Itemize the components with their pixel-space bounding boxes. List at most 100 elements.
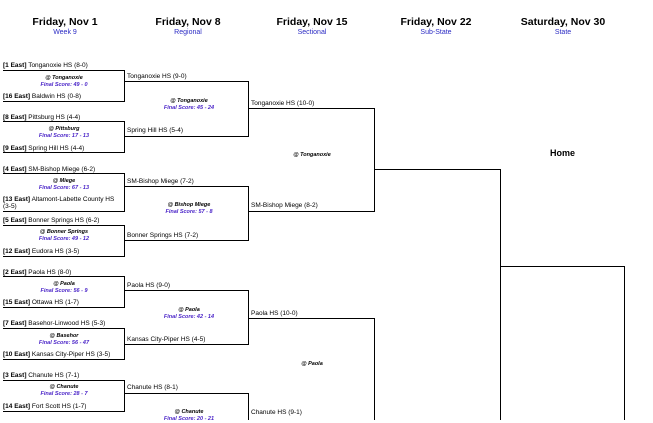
team-name: Spring Hill HS (4-4) (28, 145, 85, 152)
team-slot[interactable]: SM-Bishop Miege (7-2) (127, 178, 194, 185)
game-site: @ Chanute (174, 409, 204, 415)
team-slot[interactable]: SM-Bishop Miege (8-2) (251, 202, 318, 209)
bracket-line (3, 225, 125, 226)
seed: [14 East] (3, 403, 31, 410)
team-slot[interactable]: [9 East] Spring Hill HS (4-4) (3, 145, 84, 152)
home-label: Home (550, 148, 576, 158)
bracket-line (3, 211, 125, 212)
bracket-line (624, 266, 625, 420)
game-site: @ Bishop Miege (167, 202, 211, 208)
header-round: Regional (174, 29, 202, 36)
game-site: @ Chanute (49, 384, 79, 390)
team-slot[interactable]: [2 East] Paola HS (8-0) (3, 269, 71, 276)
bracket-line (374, 169, 501, 170)
team-name: Paola HS (9-0) (127, 282, 170, 289)
bracket-line (124, 393, 249, 394)
bracket-line (124, 186, 249, 187)
team-slot[interactable]: Tonganoxie HS (10-0) (251, 100, 314, 107)
header-substate: Friday, Nov 22 Sub-State (376, 16, 496, 36)
bracket-line (248, 318, 375, 319)
bracket-line (3, 359, 125, 360)
bracket-line (124, 344, 249, 345)
team-slot[interactable]: Kansas City-Piper HS (4-5) (127, 336, 205, 343)
bracket-line (248, 393, 249, 420)
team-slot[interactable]: [5 East] Bonner Springs HS (6-2) (3, 217, 99, 224)
team-name: Bonner Springs HS (7-2) (127, 232, 199, 239)
game-score: Final Score: 49 - 12 (38, 236, 90, 242)
header-date: Friday, Nov 1 (32, 16, 98, 28)
team-slot[interactable]: Chanute HS (8-1) (127, 384, 178, 391)
bracket-line (3, 70, 125, 71)
game-site: @ Paola (178, 307, 200, 313)
bracket-line (3, 173, 125, 174)
team-name: Spring Hill HS (5-4) (127, 127, 183, 134)
bracket-line (3, 411, 125, 412)
game-site: @ Tonganoxie (45, 75, 83, 81)
team-slot[interactable]: Paola HS (10-0) (251, 310, 298, 317)
game-score: Final Score: 67 - 13 (38, 185, 90, 191)
team-slot[interactable]: Spring Hill HS (5-4) (127, 127, 183, 134)
seed: [16 East] (3, 93, 31, 100)
team-name: Tonganoxie HS (9-0) (127, 73, 187, 80)
team-name: Kansas City-Piper HS (3-5) (31, 351, 111, 358)
team-slot[interactable]: [12 East] Eudora HS (3-5) (3, 248, 79, 255)
team-slot[interactable]: [14 East] Fort Scott HS (1-7) (3, 403, 86, 410)
header-date: Friday, Nov 22 (400, 16, 472, 28)
seed: [7 East] (3, 320, 27, 327)
bracket-line (248, 81, 249, 137)
team-name: Fort Scott HS (1-7) (31, 403, 87, 410)
seed: [1 East] (3, 62, 27, 69)
team-slot[interactable]: Tonganoxie HS (9-0) (127, 73, 187, 80)
team-name: SM-Bishop Miege (6-2) (28, 166, 96, 173)
header-date: Friday, Nov 8 (155, 16, 221, 28)
game-info: @ Tonganoxie (253, 152, 371, 159)
team-slot[interactable]: [10 East] Kansas City-Piper HS (3-5) (3, 351, 110, 358)
header-round: Week 9 (53, 29, 77, 36)
game-score: Final Score: 17 - 13 (38, 133, 90, 139)
bracket-line (248, 211, 375, 212)
game-score: Final Score: 57 - 8 (165, 209, 213, 215)
team-name: Tonganoxie HS (10-0) (251, 100, 315, 107)
header-state: Saturday, Nov 30 State (503, 16, 623, 36)
team-slot[interactable]: [8 East] Pittsburg HS (4-4) (3, 114, 80, 121)
team-slot[interactable]: Paola HS (9-0) (127, 282, 170, 289)
team-name: Chanute HS (7-1) (28, 372, 80, 379)
team-slot[interactable]: Bonner Springs HS (7-2) (127, 232, 198, 239)
team-slot[interactable]: [3 East] Chanute HS (7-1) (3, 372, 79, 379)
game-score: Final Score: 20 - 21 (163, 416, 215, 422)
game-score: Final Score: 56 - 9 (40, 288, 88, 294)
bracket-line (124, 225, 125, 257)
bracket-line (248, 186, 249, 241)
bracket-line (124, 121, 125, 153)
header-sectional: Friday, Nov 15 Sectional (252, 16, 372, 36)
team-name: SM-Bishop Miege (7-2) (127, 178, 194, 185)
header-date: Saturday, Nov 30 (520, 16, 606, 28)
bracket-line (3, 328, 125, 329)
game-info: @ Paola (253, 361, 371, 368)
bracket-line (374, 108, 375, 212)
team-slot[interactable]: [13 East] Altamont-Labette County HS (3-… (3, 196, 123, 210)
team-slot[interactable]: [15 East] Ottawa HS (1-7) (3, 299, 79, 306)
team-slot[interactable]: Chanute HS (9-1) (251, 409, 302, 416)
team-slot[interactable]: [1 East] Tonganoxie HS (8-0) (3, 62, 88, 69)
game-site: @ Basehor (49, 333, 79, 339)
team-slot[interactable]: [4 East] SM-Bishop Miege (6-2) (3, 166, 95, 173)
game-score: Final Score: 49 - 0 (40, 82, 88, 88)
team-slot[interactable]: [7 East] Basehor-Linwood HS (5-3) (3, 320, 105, 327)
team-slot[interactable]: [16 East] Baldwin HS (0-8) (3, 93, 81, 100)
header-regional: Friday, Nov 8 Regional (128, 16, 248, 36)
team-name: Chanute HS (8-1) (127, 384, 178, 391)
bracket-line (124, 70, 125, 102)
team-name: Ottawa HS (1-7) (31, 299, 79, 306)
seed: [13 East] (3, 196, 31, 203)
team-name: Altamont-Labette County HS (3-5) (3, 196, 115, 210)
header-round: Sectional (297, 29, 327, 36)
bracket-line (248, 108, 375, 109)
